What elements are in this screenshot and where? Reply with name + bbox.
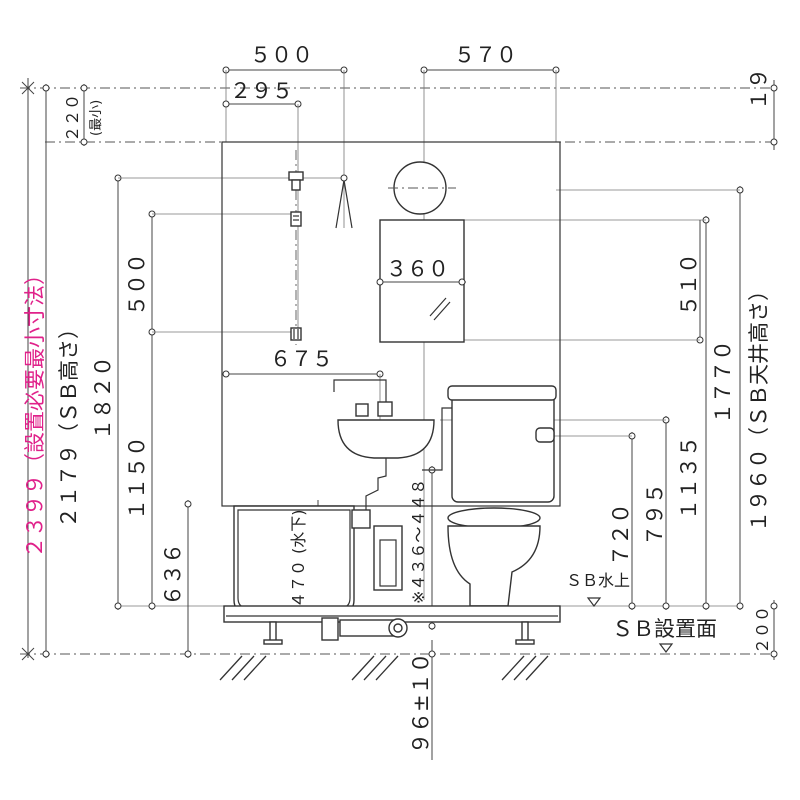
wash-basin xyxy=(337,419,435,459)
label-h470: ４７０ xyxy=(289,560,308,608)
label-h1150: １１５０ xyxy=(125,436,149,520)
toilet-seat xyxy=(447,507,541,529)
label-w500: ５００ xyxy=(250,43,313,67)
ventilation-fan-icon xyxy=(393,161,447,215)
label-h19: １９ xyxy=(747,68,771,110)
label-sb-mizuue: ＳＢ水上 xyxy=(566,571,630,590)
access-panel xyxy=(373,525,403,591)
label-w570: ５７０ xyxy=(454,43,517,67)
label-h1770: １７７０ xyxy=(711,340,735,424)
dimension-295 xyxy=(222,100,302,340)
label-h636: ６３６ xyxy=(161,543,185,606)
label-h436-448: ※４３６～４４８ xyxy=(409,479,428,604)
basin-drain-trap xyxy=(365,458,387,514)
towel-hook-icon xyxy=(335,174,353,229)
dimension-795 xyxy=(552,432,636,610)
shower-head-icon xyxy=(288,171,304,191)
label-w295: ２９５ xyxy=(230,79,293,103)
dimension-1770 xyxy=(458,216,710,610)
dimension-19 xyxy=(770,80,778,150)
dimension-1150 xyxy=(148,210,300,610)
mirror-glare-icon xyxy=(429,297,447,317)
dimension-200 xyxy=(770,600,778,660)
leveling-feet xyxy=(263,621,535,645)
tank-supply-pipe xyxy=(422,407,452,471)
dimension-1820 xyxy=(114,174,345,610)
mirror xyxy=(379,219,465,343)
ground-hatch xyxy=(219,655,549,681)
faucet-icon xyxy=(333,379,393,417)
label-h500v: ５００ xyxy=(125,253,149,316)
shower-slide-bar-icon xyxy=(290,211,302,227)
label-mizushita: (水下) xyxy=(289,510,308,555)
label-h1135: １１３５ xyxy=(677,436,701,520)
dimension-2179 xyxy=(42,84,50,658)
dimension-96 xyxy=(428,640,436,760)
tank-lever-icon xyxy=(535,427,555,443)
label-sb-setchimen: ＳＢ設置面 xyxy=(612,617,717,641)
label-h2399: ２３９９（設置必要最小寸法） xyxy=(23,264,47,558)
label-w360: ３６０ xyxy=(386,257,449,281)
toilet-bowl xyxy=(447,525,541,607)
label-w675: ６７５ xyxy=(270,347,333,371)
label-h1960: １９６０（ＳＢ天井高さ） xyxy=(747,280,771,532)
label-h220: ２２０ xyxy=(63,94,82,142)
dimension-636 xyxy=(184,500,192,658)
label-h96: ９６±１０ xyxy=(409,652,433,754)
label-h200: ２００ xyxy=(753,606,772,654)
dimension-1960 xyxy=(556,186,744,610)
dimension-220 xyxy=(80,84,88,146)
drain-pipe-icon xyxy=(321,617,408,641)
shower-bracket-icon xyxy=(290,327,302,341)
wall-panel xyxy=(221,141,561,507)
dimension-360 xyxy=(376,278,466,286)
dimension-500-top xyxy=(222,66,348,186)
tank-lid xyxy=(447,385,557,401)
toilet-tank xyxy=(451,389,555,503)
label-h1820: １８２０ xyxy=(91,356,115,440)
sb-floor-level-marker-icon xyxy=(658,643,674,653)
label-h795: ７９５ xyxy=(643,483,667,546)
label-h2179: ２１７９（ＳＢ高さ） xyxy=(57,318,81,528)
label-min: (最小) xyxy=(89,100,104,136)
dimension-2399 xyxy=(21,78,35,661)
label-h720: ７２０ xyxy=(609,503,633,566)
sb-water-level-marker-icon xyxy=(586,597,602,607)
dimension-510 xyxy=(458,220,704,344)
bathtub-faucet xyxy=(351,509,371,529)
label-h510: ５１０ xyxy=(677,253,701,316)
